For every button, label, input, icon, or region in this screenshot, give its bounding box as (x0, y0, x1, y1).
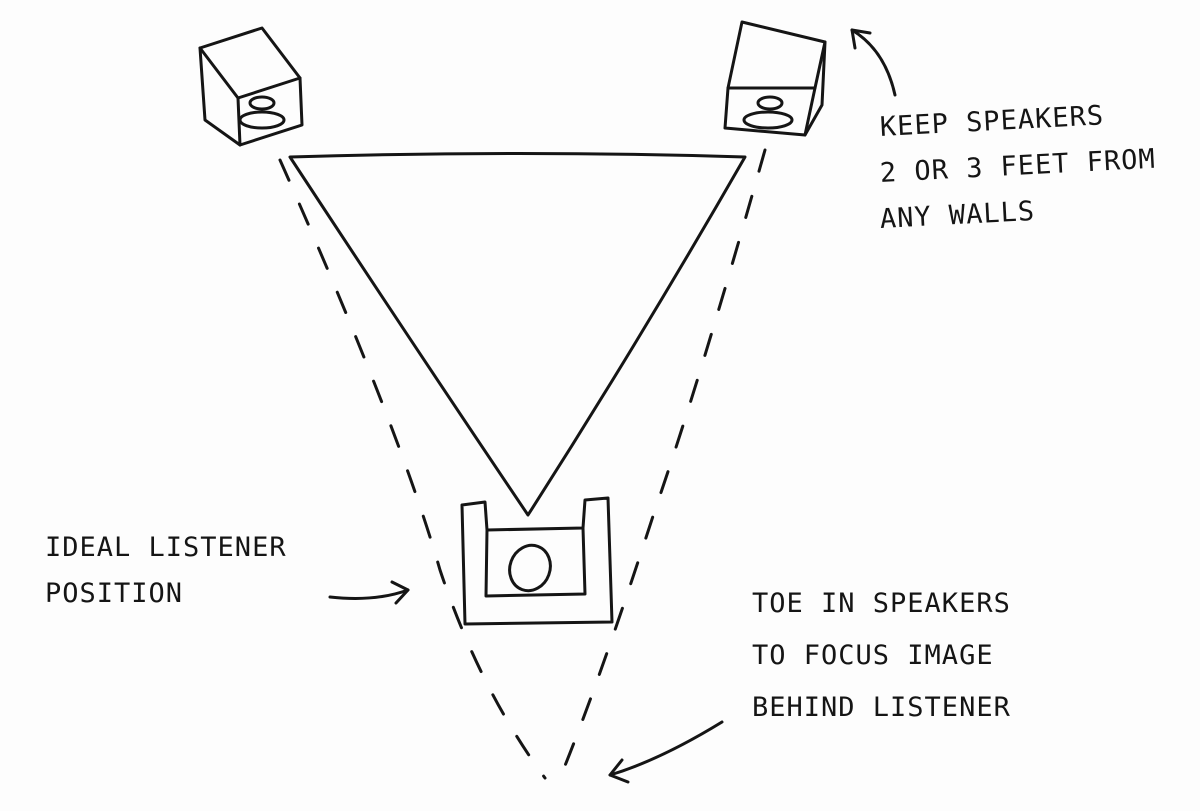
listener-note-line: position (45, 578, 184, 609)
left-speaker (198, 26, 304, 147)
listener-head (508, 543, 552, 593)
listening-triangle (288, 152, 747, 517)
right-speaker (723, 20, 827, 137)
left-speaker-axis-dashed (278, 158, 547, 780)
listener-arrow (328, 580, 410, 605)
toe-in-note-line: Toe in speakers (752, 588, 1011, 619)
toe-in-note: Toe in speakers to focus image behind li… (752, 578, 1011, 734)
toe-in-arrow (608, 720, 724, 784)
toe-in-note-line: behind listener (752, 692, 1011, 723)
listener-note: Ideal listener position (45, 525, 287, 617)
walls-arrow (850, 28, 897, 97)
listener-note-line: Ideal listener (45, 532, 287, 563)
right-speaker-axis-dashed (558, 148, 767, 780)
listener-chair (460, 496, 614, 626)
toe-in-note-line: to focus image (752, 640, 994, 671)
walls-note: Keep speakers 2 or 3 feet from any walls (879, 100, 1156, 243)
